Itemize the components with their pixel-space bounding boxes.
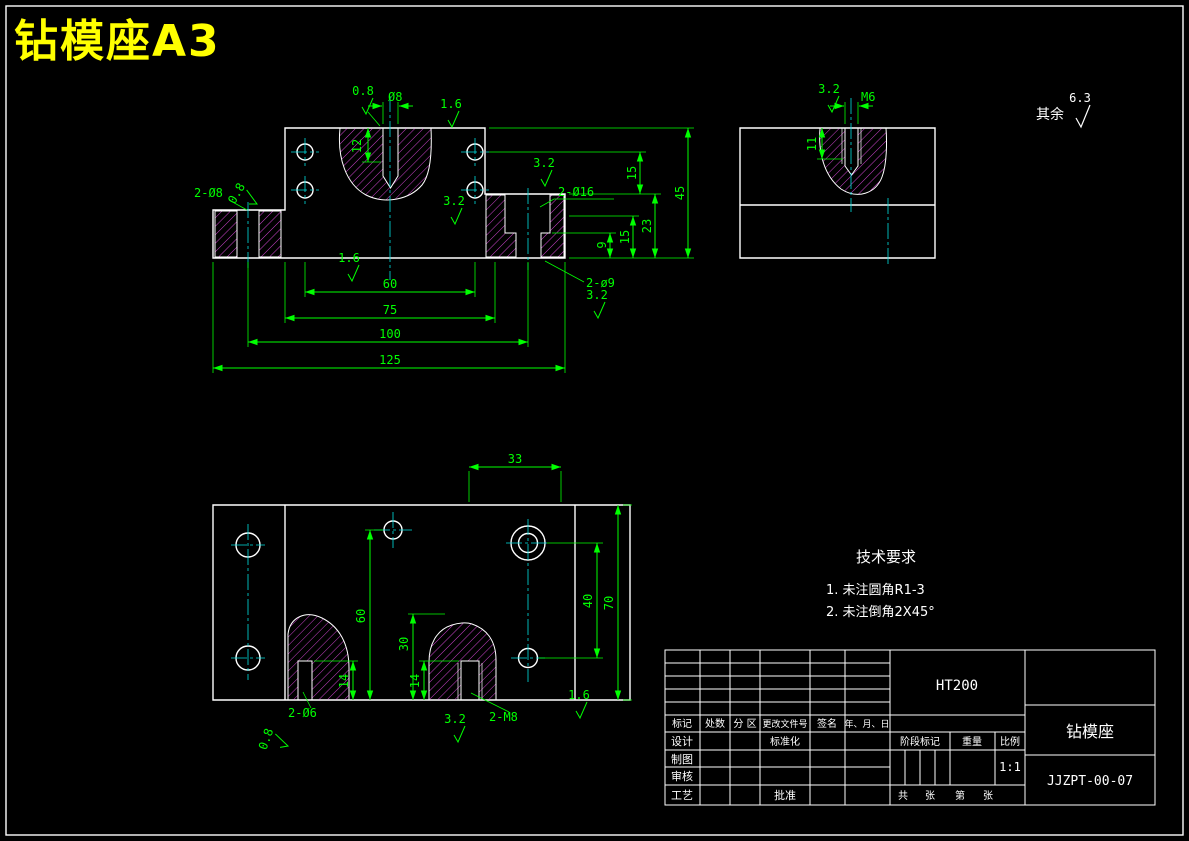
dim-11: 11 <box>805 137 819 151</box>
section-hatch <box>428 622 497 701</box>
dim-9: 9 <box>595 241 609 248</box>
tb-row-standardize: 标准化 <box>770 735 800 748</box>
tb-row-process: 工艺 <box>671 789 693 802</box>
dim-33: 33 <box>508 452 522 466</box>
svg-text:3.2: 3.2 <box>818 82 840 96</box>
roughness-icon: 0.8 <box>256 726 290 752</box>
tech-req-item-1: 1. 未注圆角R1-3 <box>826 583 925 598</box>
tb-sheet-total-unit: 张 <box>925 790 935 802</box>
dim-75: 75 <box>383 303 397 317</box>
tb-weight: 重量 <box>962 735 982 748</box>
roughness-icon: 6.3 <box>1069 91 1091 129</box>
front-view: 125 100 75 60 45 23 15 9 15 Ø8 12 2-Ø8 2… <box>194 84 694 373</box>
tech-req-item-2: 2. 未注倒角2X45° <box>826 605 935 620</box>
centerline <box>247 96 529 280</box>
svg-text:1.6: 1.6 <box>440 97 462 111</box>
dim-125: 125 <box>379 353 401 367</box>
dim-100: 100 <box>379 327 401 341</box>
svg-text:0.8: 0.8 <box>225 180 248 206</box>
tech-req-title: 技术要求 <box>856 548 916 566</box>
drawing-title: 钻模座A3 <box>14 16 221 67</box>
roughness-icon: 0.8 <box>352 84 374 116</box>
svg-text:0.8: 0.8 <box>352 84 374 98</box>
tb-sheet-page-unit: 张 <box>983 790 993 802</box>
tb-col-zone: 分 区 <box>733 718 756 730</box>
plan-view: 33 60 30 40 70 14 14 2-Ø6 2-M8 1.6 3.2 <box>212 452 632 752</box>
label-holes-right: 2-ø9 <box>586 276 615 290</box>
general-roughness-note: 其余 6.3 <box>1036 91 1091 129</box>
side-view: M6 11 3.2 <box>739 82 936 266</box>
dim-70: 70 <box>602 596 616 610</box>
dim-14-left: 14 <box>337 674 351 688</box>
tb-scale-value: 1:1 <box>999 760 1021 774</box>
tb-row-approve: 批准 <box>774 788 796 802</box>
tb-col-count: 处数 <box>705 717 725 730</box>
svg-text:3.2: 3.2 <box>533 156 555 170</box>
tech-requirements: 技术要求 1. 未注圆角R1-3 2. 未注倒角2X45° <box>826 548 935 620</box>
dim-23: 23 <box>640 219 654 233</box>
svg-text:3.2: 3.2 <box>443 194 465 208</box>
tb-scale-label: 比例 <box>1000 735 1020 748</box>
roughness-icon: 3.2 <box>443 194 465 226</box>
section-hatch <box>819 127 887 195</box>
roughness-icon: 1.6 <box>338 251 360 283</box>
dim-12: 12 <box>350 139 364 153</box>
section-hatch <box>338 127 432 201</box>
dim-30: 30 <box>397 637 411 651</box>
label-holes-small: 2-Ø6 <box>288 706 317 720</box>
general-note-prefix: 其余 <box>1036 106 1064 123</box>
dim-60: 60 <box>383 277 397 291</box>
drawing-frame <box>5 5 1184 836</box>
tb-row-draft: 制图 <box>671 753 693 766</box>
tb-col-change-doc: 更改文件号 <box>762 718 807 730</box>
tb-col-mark: 标记 <box>672 718 692 730</box>
roughness-icon: 3.2 <box>444 712 466 744</box>
tb-col-date: 年、月、日 <box>844 718 889 730</box>
tb-material: HT200 <box>936 678 978 694</box>
roughness-icon: 3.2 <box>533 156 555 188</box>
svg-text:1.6: 1.6 <box>568 688 590 702</box>
tb-part-name: 钻模座 <box>1066 722 1114 741</box>
label-counterbore: 2-Ø16 <box>558 185 594 199</box>
dim-60-plan: 60 <box>354 609 368 623</box>
tb-row-design: 设计 <box>671 735 693 748</box>
svg-text:0.8: 0.8 <box>256 726 277 751</box>
svg-text:1.6: 1.6 <box>338 251 360 265</box>
tb-drawing-number: JJZPT-00-07 <box>1047 774 1133 789</box>
section-hatch <box>214 210 238 258</box>
section-hatch <box>258 210 282 258</box>
section-hatch <box>485 194 517 258</box>
roughness-icon: 3.2 <box>586 288 608 320</box>
dim-45: 45 <box>673 186 687 200</box>
tb-stage-mark: 阶段标记 <box>900 735 940 748</box>
general-note-value: 6.3 <box>1069 91 1091 105</box>
section-hatch <box>540 194 565 258</box>
svg-text:3.2: 3.2 <box>444 712 466 726</box>
label-holes-left: 2-Ø8 <box>194 186 223 200</box>
roughness-icon: 0.8 <box>225 180 258 206</box>
label-hole-top: Ø8 <box>388 90 402 104</box>
label-thread-holes: 2-M8 <box>489 710 518 724</box>
tb-sheet-total-label: 共 <box>898 790 908 802</box>
svg-text:3.2: 3.2 <box>586 288 608 302</box>
dim-15-upper: 15 <box>625 166 639 180</box>
dim-15-lower: 15 <box>618 230 632 244</box>
dim-14-right: 14 <box>408 674 422 688</box>
roughness-icon: 1.6 <box>568 688 590 720</box>
tb-sheet-page-label: 第 <box>955 789 965 802</box>
label-thread-m6: M6 <box>861 90 875 104</box>
centerline <box>850 98 889 266</box>
roughness-icon: 3.2 <box>818 82 840 114</box>
roughness-icon: 1.6 <box>440 97 462 129</box>
tb-row-check: 审核 <box>671 769 693 783</box>
tb-col-signature: 签名 <box>817 717 837 730</box>
centerline <box>231 512 550 682</box>
title-block: 标记 处数 分 区 更改文件号 签名 年、月、日 设计 制图 审核 工艺 标准化… <box>664 649 1156 806</box>
dim-40: 40 <box>581 594 595 608</box>
